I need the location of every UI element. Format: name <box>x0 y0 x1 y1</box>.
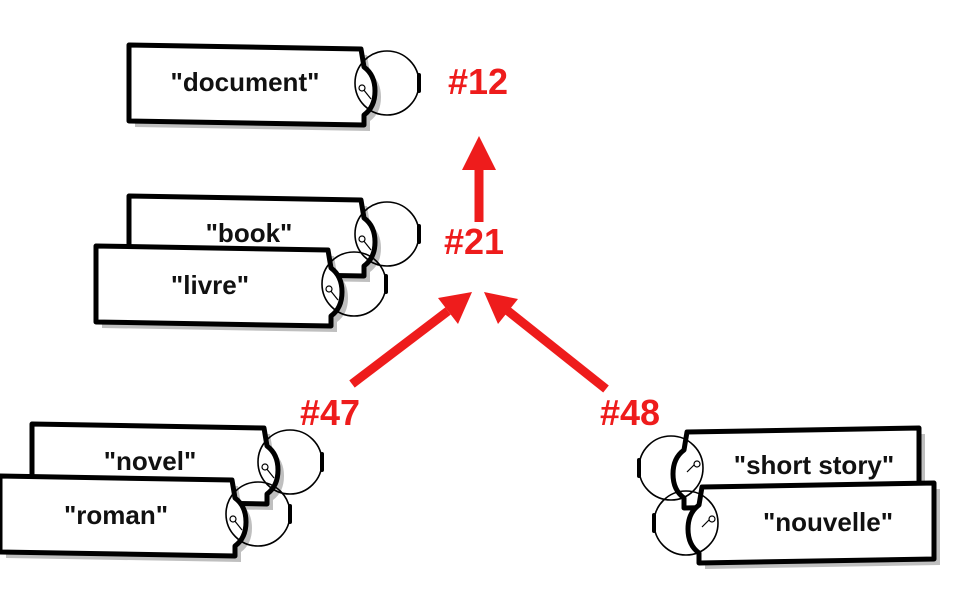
tag-book: "book" <box>129 196 421 282</box>
tag-label: "novel" <box>104 446 197 476</box>
node-id-21: #21 <box>444 221 504 262</box>
edge-48-to-21 <box>484 292 609 393</box>
node-id-48: #48 <box>600 392 660 433</box>
tag-document: "document" <box>129 45 421 131</box>
tag-label: "book" <box>206 218 293 248</box>
tag-novel: "novel" <box>32 424 324 510</box>
tag-roman: "roman" <box>0 476 292 562</box>
node-id-47: #47 <box>300 392 360 433</box>
edge-47-to-21 <box>349 292 472 388</box>
node-id-12: #12 <box>448 61 508 102</box>
tag-short-story: "short story" <box>637 428 925 514</box>
tag-label: "document" <box>171 67 320 97</box>
tag-label: "livre" <box>171 270 249 300</box>
tag-livre: "livre" <box>96 246 388 332</box>
tag-label: "roman" <box>64 500 168 530</box>
tag-label: "nouvelle" <box>763 507 893 537</box>
tag-label: "short story" <box>734 450 894 480</box>
edge-21-to-12 <box>462 136 496 222</box>
tag-nouvelle: "nouvelle" <box>652 483 940 569</box>
